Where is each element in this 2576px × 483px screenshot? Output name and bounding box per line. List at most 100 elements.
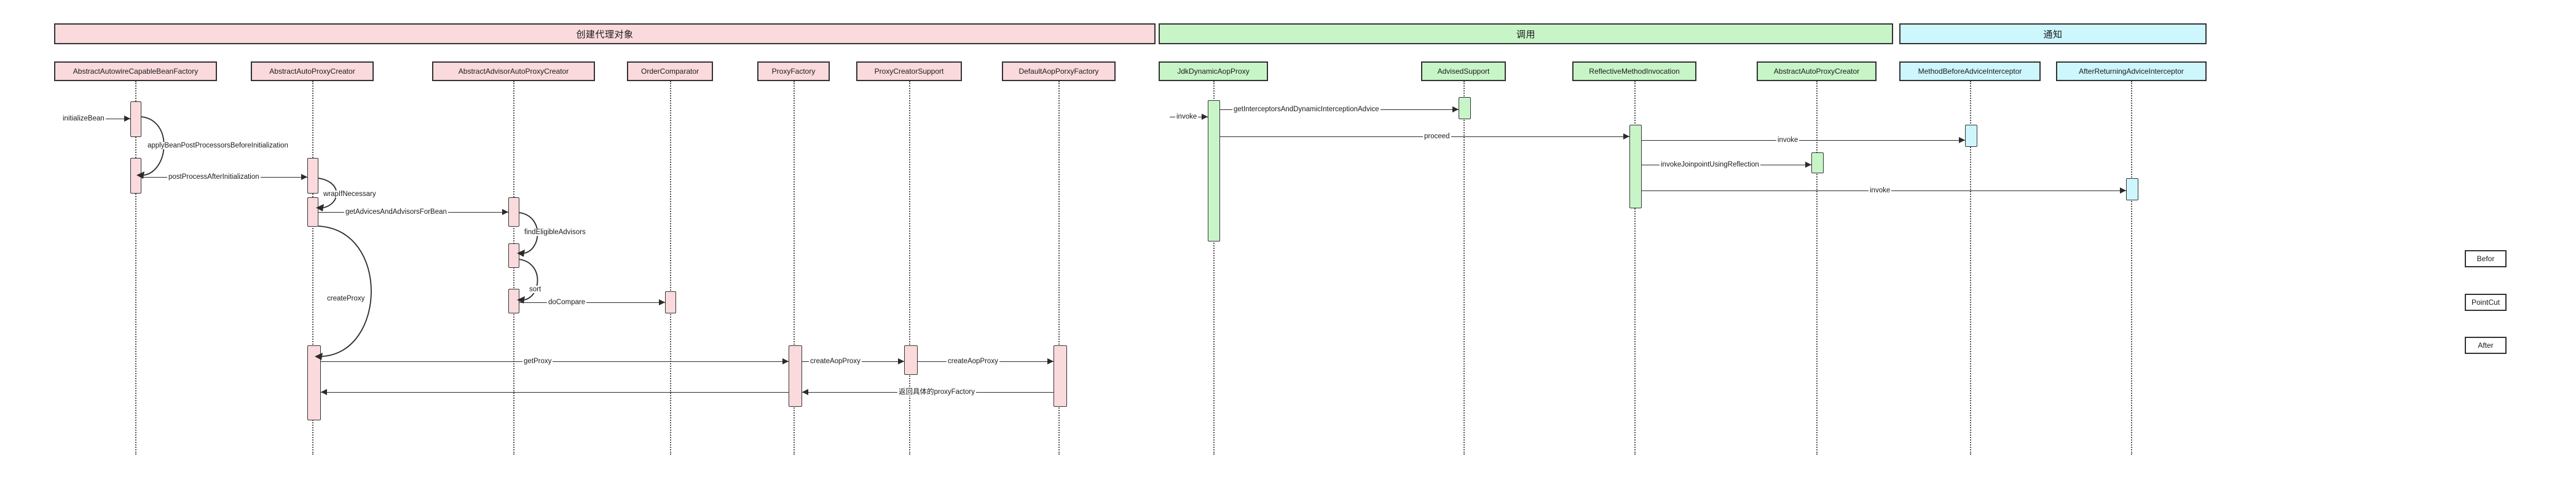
message-arrowhead-10 (898, 358, 904, 364)
lifeline-2 (513, 81, 514, 455)
message-label-2: postProcessAfterInitialization (167, 173, 261, 181)
group-band-0: 创建代理对象 (54, 23, 1156, 44)
activation-bar-5 (508, 243, 519, 268)
participant-label: ProxyCreatorSupport (874, 67, 944, 76)
lifeline-10 (1816, 81, 1818, 455)
message-line-7 (519, 302, 665, 303)
participant-box-2[interactable]: AbstractAdvisorAutoProxyCreator (432, 61, 595, 81)
message-label-4: getAdvicesAndAdvisorsForBean (344, 208, 448, 216)
message-label-7: doCompare (547, 299, 587, 306)
participant-label: AfterReturningAdviceInterceptor (2079, 67, 2184, 76)
message-label-0: initializeBean (61, 115, 106, 122)
self-message-curve (517, 259, 538, 304)
participant-box-1[interactable]: AbstractAutoProxyCreator (251, 61, 374, 81)
participant-box-8[interactable]: AdvisedSupport (1421, 61, 1506, 81)
activation-bar-4 (508, 197, 519, 227)
participant-label: AbstractAdvisorAutoProxyCreator (458, 67, 569, 76)
participant-label: DefaultAopPorxyFactory (1018, 67, 1099, 76)
group-band-2: 通知 (1899, 23, 2207, 44)
activation-bar-17 (2126, 178, 2138, 200)
self-message-8 (312, 224, 372, 361)
activation-bar-2 (307, 158, 318, 194)
message-label-15: getInterceptorsAndDynamicInterceptionAdv… (1232, 106, 1381, 113)
message-arrowhead-11 (1047, 358, 1054, 364)
participant-box-7[interactable]: JdkDynamicAopProxy (1159, 61, 1268, 81)
lifeline-0 (135, 81, 136, 455)
lifeline-4 (794, 81, 795, 455)
activation-bar-7 (665, 291, 676, 313)
lifeline-11 (1970, 81, 1971, 455)
message-label-12: 返回具体的proxyFactory (897, 388, 976, 396)
participant-label: ProxyFactory (771, 67, 816, 76)
participant-box-12[interactable]: AfterReturningAdviceInterceptor (2056, 61, 2207, 81)
participant-box-4[interactable]: ProxyFactory (757, 61, 830, 81)
message-line-9 (321, 361, 789, 362)
message-label-17: invoke (1776, 136, 1800, 144)
activation-bar-6 (508, 289, 519, 313)
activation-bar-8 (307, 345, 321, 420)
message-label-8: createProxy (326, 295, 366, 302)
lifeline-3 (670, 81, 671, 455)
lifeline-6 (1058, 81, 1060, 455)
lifeline-8 (1463, 81, 1465, 455)
message-arrowhead-19 (2120, 187, 2126, 194)
message-label-11: createAopProxy (947, 358, 999, 365)
activation-bar-12 (1208, 100, 1220, 242)
participant-box-10[interactable]: AbstractAutoProxyCreator (1757, 61, 1877, 81)
message-label-18: invokeJoinpointUsingReflection (1660, 161, 1760, 168)
participant-box-11[interactable]: MethodBeforeAdviceInterceptor (1899, 61, 2041, 81)
message-label-1: applyBeanPostProcessorsBeforeInitializat… (146, 142, 290, 149)
activation-bar-0 (130, 101, 141, 137)
participant-box-3[interactable]: OrderComparator (627, 61, 713, 81)
message-arrowhead-15 (1452, 106, 1459, 112)
message-label-9: getProxy (522, 358, 553, 365)
message-arrowhead-2 (301, 174, 307, 180)
message-arrowhead-12 (802, 389, 808, 395)
message-line-17 (1642, 140, 1965, 141)
participant-label: JdkDynamicAopProxy (1177, 67, 1250, 76)
message-arrowhead-14 (1202, 114, 1208, 120)
participant-label: OrderComparator (640, 67, 699, 76)
participant-box-6[interactable]: DefaultAopPorxyFactory (1002, 61, 1116, 81)
activation-bar-9 (789, 345, 802, 407)
activation-bar-13 (1459, 97, 1471, 119)
message-arrowhead-7 (659, 299, 665, 305)
participant-box-0[interactable]: AbstractAutowireCapableBeanFactory (54, 61, 217, 81)
participant-label: MethodBeforeAdviceInterceptor (1918, 67, 2022, 76)
lifeline-12 (2131, 81, 2132, 455)
message-arrowhead-13 (321, 389, 327, 395)
group-band-label: 创建代理对象 (576, 29, 634, 40)
message-label-14: invoke (1175, 113, 1199, 120)
legend-box-2[interactable]: After (2465, 337, 2507, 354)
message-arrowhead-16 (1623, 133, 1629, 139)
legend-label: Befor (2476, 254, 2495, 263)
participant-label: ReflectiveMethodInvocation (1589, 67, 1680, 76)
message-label-16: proceed (1423, 133, 1451, 140)
participant-label: AdvisedSupport (1437, 67, 1490, 76)
legend-label: After (2478, 341, 2494, 350)
participant-label: AbstractAutoProxyCreator (1773, 67, 1860, 76)
activation-bar-10 (904, 345, 918, 375)
participant-box-5[interactable]: ProxyCreatorSupport (856, 61, 962, 81)
legend-box-1[interactable]: PointCut (2465, 294, 2507, 311)
lifeline-5 (909, 81, 910, 455)
activation-bar-16 (1965, 125, 1977, 147)
message-arrowhead-0 (124, 116, 130, 122)
legend-box-0[interactable]: Befor (2465, 250, 2507, 267)
message-arrowhead-9 (782, 358, 789, 364)
message-label-5: findEligibleAdvisors (523, 229, 587, 236)
message-arrowhead-17 (1959, 137, 1965, 143)
activation-bar-14 (1629, 125, 1642, 208)
message-label-6: sort (528, 286, 543, 293)
activation-bar-3 (307, 197, 318, 227)
group-band-label: 通知 (2043, 29, 2063, 40)
message-label-10: createAopProxy (809, 358, 862, 365)
group-band-label: 调用 (1516, 29, 1535, 40)
participant-box-9[interactable]: ReflectiveMethodInvocation (1572, 61, 1696, 81)
self-message-6 (514, 257, 566, 305)
activation-bar-11 (1054, 345, 1067, 407)
message-arrowhead-18 (1805, 162, 1811, 168)
legend-label: PointCut (2471, 298, 2500, 307)
lifeline-1 (312, 81, 313, 455)
